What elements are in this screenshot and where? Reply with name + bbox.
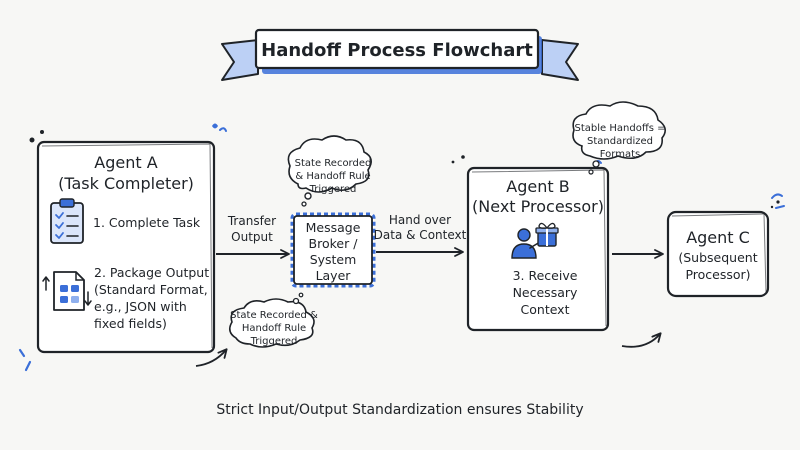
arrow-hand-over: Hand over Data & Context: [374, 213, 467, 257]
agent-b-step-necessary: Necessary: [513, 285, 578, 300]
title-banner: Handoff Process Flowchart: [221, 28, 579, 81]
agent-a-step-package-detail-2: e.g., JSON with: [94, 299, 187, 314]
agent-c-box: Agent C (Subsequent Processor): [666, 210, 770, 298]
person-receiving-gift-icon: [511, 222, 559, 259]
cloud-top-shape: [287, 135, 372, 193]
agent-c-subtitle-2: Processor): [685, 267, 750, 282]
decorative-curved-arrow-left: [195, 348, 228, 367]
agent-a-box: Agent A (Task Completer) 1. Complete Tas…: [36, 140, 216, 354]
cloud-right-line-3: Formats: [600, 149, 640, 160]
broker-line-1: Message: [306, 220, 361, 235]
arrow-transfer-output: Transfer Output: [216, 214, 290, 259]
agent-b-subtitle: (Next Processor): [472, 197, 604, 216]
cloud-top-line-3: Triggered: [309, 184, 357, 195]
cloud-right-line-1: Stable Handoffs =: [575, 123, 666, 134]
arrow-handover-label-2: Data & Context: [374, 228, 467, 242]
decorative-curved-arrow-right: [621, 332, 662, 348]
arrow-transfer-label-2: Output: [231, 230, 273, 244]
cloud-stable-handoffs: Stable Handoffs = Standardized Formats: [572, 101, 666, 175]
message-broker-box: Message Broker / System Layer: [290, 212, 376, 288]
agent-c-subtitle-1: (Subsequent: [678, 250, 757, 265]
banner-frame: [254, 28, 540, 70]
banner-right-tail: [541, 39, 579, 81]
banner-left-tail: [221, 39, 259, 81]
broker-line-4: Layer: [316, 268, 352, 283]
broker-frame-inner: [293, 215, 373, 285]
footer-caption: Strict Input/Output Standardization ensu…: [216, 402, 583, 418]
broker-line-3: System: [310, 252, 357, 267]
cloud-bottom-shape: [228, 298, 315, 348]
cloud-state-recorded-bottom: State Recorded & Handoff Rule Triggered: [228, 292, 318, 348]
cloud-top-line-1: State Recorded: [295, 158, 372, 169]
agent-b-step-context: Context: [521, 302, 570, 317]
agent-a-step-package-detail-1: (Standard Format,: [94, 282, 208, 297]
agent-a-step-complete-task: 1. Complete Task: [93, 215, 201, 230]
cloud-bottom-line-3: Triggered: [250, 336, 298, 347]
agent-a-step-package-output: 2. Package Output: [94, 265, 209, 280]
cloud-bottom-line-1: State Recorded &: [230, 310, 318, 321]
page-title: Handoff Process Flowchart: [261, 40, 533, 61]
broker-line-2: Broker /: [309, 236, 359, 251]
cloud-right-line-2: Standardized: [587, 136, 653, 147]
cloud-top-line-2: & Handoff Rule: [295, 171, 370, 182]
agent-a-subtitle: (Task Completer): [58, 174, 194, 193]
broker-frame-outer: [290, 212, 376, 288]
clipboard-checklist-icon: [50, 198, 84, 244]
agent-b-step-receive: 3. Receive: [513, 268, 578, 283]
document-package-icon: [42, 271, 92, 311]
agent-a-title: Agent A: [94, 153, 157, 172]
agent-b-box: Agent B (Next Processor) 3. Receive Nece…: [466, 166, 610, 332]
agent-c-frame: [666, 210, 770, 298]
cloud-bottom-line-2: Handoff Rule: [242, 323, 306, 334]
cloud-state-recorded-top: State Recorded & Handoff Rule Triggered: [287, 135, 372, 207]
arrow-handover-label-1: Hand over: [389, 213, 451, 227]
agent-a-step-package-detail-3: fixed fields): [94, 316, 167, 331]
agent-b-title: Agent B: [506, 177, 569, 196]
agent-b-frame: [466, 166, 610, 332]
agent-c-title: Agent C: [686, 228, 750, 247]
arrow-transfer-label-1: Transfer: [227, 214, 276, 228]
cloud-right-shape: [572, 101, 666, 160]
